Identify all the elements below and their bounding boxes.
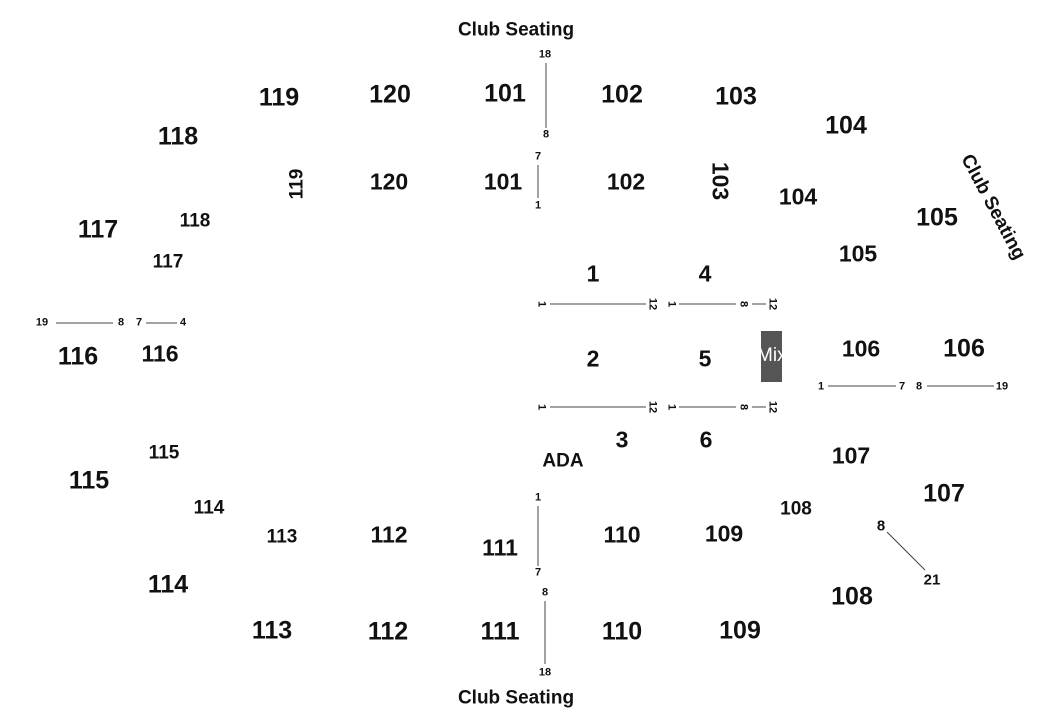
row-label: 4 (179, 316, 187, 329)
section-118-outer[interactable]: 118 (157, 122, 199, 151)
row-label: 1 (535, 300, 548, 308)
section-115-outer[interactable]: 115 (68, 466, 110, 495)
row-label: 12 (646, 400, 659, 414)
row-label: 8 (737, 403, 750, 411)
section-115-inner[interactable]: 115 (148, 442, 180, 464)
section-105-inner[interactable]: 105 (838, 240, 878, 267)
club-seating-bottom-label: Club Seating (457, 687, 575, 709)
section-116-outer[interactable]: 116 (57, 342, 99, 371)
section-106-outer[interactable]: 106 (943, 334, 985, 363)
section-117-outer[interactable]: 117 (77, 215, 119, 244)
row-label: 1 (534, 491, 542, 504)
row-label: 18 (538, 48, 552, 61)
row-label: 8 (915, 380, 923, 393)
section-106-inner[interactable]: 106 (841, 335, 881, 362)
row-label: 1 (817, 380, 825, 393)
section-113-inner[interactable]: 113 (266, 526, 298, 548)
section-120-inner[interactable]: 120 (369, 168, 409, 195)
row-label: 19 (35, 316, 49, 329)
row-label: 19 (995, 380, 1009, 393)
section-104-outer[interactable]: 104 (825, 111, 867, 140)
section-103-outer[interactable]: 103 (715, 82, 757, 111)
row-label: 8 (117, 316, 125, 329)
section-112-inner[interactable]: 112 (370, 521, 408, 548)
row-label: 12 (646, 297, 659, 311)
section-108-outer[interactable]: 108 (831, 582, 873, 611)
floor-section-1[interactable]: 1 (586, 260, 600, 287)
row-label: 12 (766, 400, 779, 414)
section-114-outer[interactable]: 114 (147, 570, 189, 599)
section-101-outer[interactable]: 101 (484, 79, 526, 108)
row-label: 18 (538, 666, 552, 679)
section-103-inner[interactable]: 103 (707, 161, 734, 201)
row-label: 8 (542, 128, 550, 141)
section-109-outer[interactable]: 109 (719, 616, 761, 645)
row-label: 1 (665, 403, 678, 411)
floor-section-4[interactable]: 4 (698, 260, 712, 287)
row-label: 7 (534, 566, 542, 579)
section-102-outer[interactable]: 102 (601, 80, 643, 109)
row-label: 8 (737, 300, 750, 308)
section-119-inner[interactable]: 119 (286, 168, 308, 200)
section-111-inner[interactable]: 111 (482, 534, 518, 561)
floor-section-2[interactable]: 2 (586, 345, 600, 372)
row-label: 7 (135, 316, 143, 329)
section-120-outer[interactable]: 120 (369, 80, 411, 109)
section-102-inner[interactable]: 102 (606, 168, 646, 195)
row-label: 12 (766, 297, 779, 311)
row-label: 1 (534, 199, 542, 212)
row-label: 21 (923, 571, 941, 589)
section-101-inner[interactable]: 101 (483, 168, 523, 195)
row-label: 7 (534, 150, 542, 163)
row-label: 1 (535, 403, 548, 411)
section-107-outer[interactable]: 107 (923, 479, 965, 508)
section-104-inner[interactable]: 104 (778, 183, 818, 210)
mix-booth: Mix (761, 331, 782, 382)
section-105-outer[interactable]: 105 (916, 203, 958, 232)
row-label: 1 (665, 300, 678, 308)
floor-section-3[interactable]: 3 (615, 426, 629, 453)
section-107-inner[interactable]: 107 (831, 442, 871, 469)
section-113-outer[interactable]: 113 (251, 616, 293, 645)
ada-label: ADA (542, 450, 584, 472)
row-label: 8 (876, 517, 886, 535)
section-110-inner[interactable]: 110 (603, 521, 641, 548)
mix-label: Mix (761, 345, 782, 366)
section-111-outer[interactable]: 111 (480, 617, 520, 646)
floor-section-5[interactable]: 5 (698, 345, 712, 372)
section-110-outer[interactable]: 110 (601, 617, 643, 646)
section-114-inner[interactable]: 114 (193, 497, 225, 519)
section-116-inner[interactable]: 116 (141, 340, 179, 367)
section-118-inner[interactable]: 118 (179, 210, 211, 232)
diagonal-row-line (886, 531, 926, 571)
club-seating-top-label: Club Seating (457, 19, 575, 41)
section-117-inner[interactable]: 117 (152, 251, 184, 273)
floor-section-6[interactable]: 6 (699, 426, 713, 453)
section-119-outer[interactable]: 119 (258, 83, 300, 112)
section-112-outer[interactable]: 112 (367, 617, 409, 646)
row-label: 8 (541, 586, 549, 599)
section-109-inner[interactable]: 109 (704, 520, 744, 547)
row-label: 7 (898, 380, 906, 393)
section-108-inner[interactable]: 108 (780, 498, 812, 520)
